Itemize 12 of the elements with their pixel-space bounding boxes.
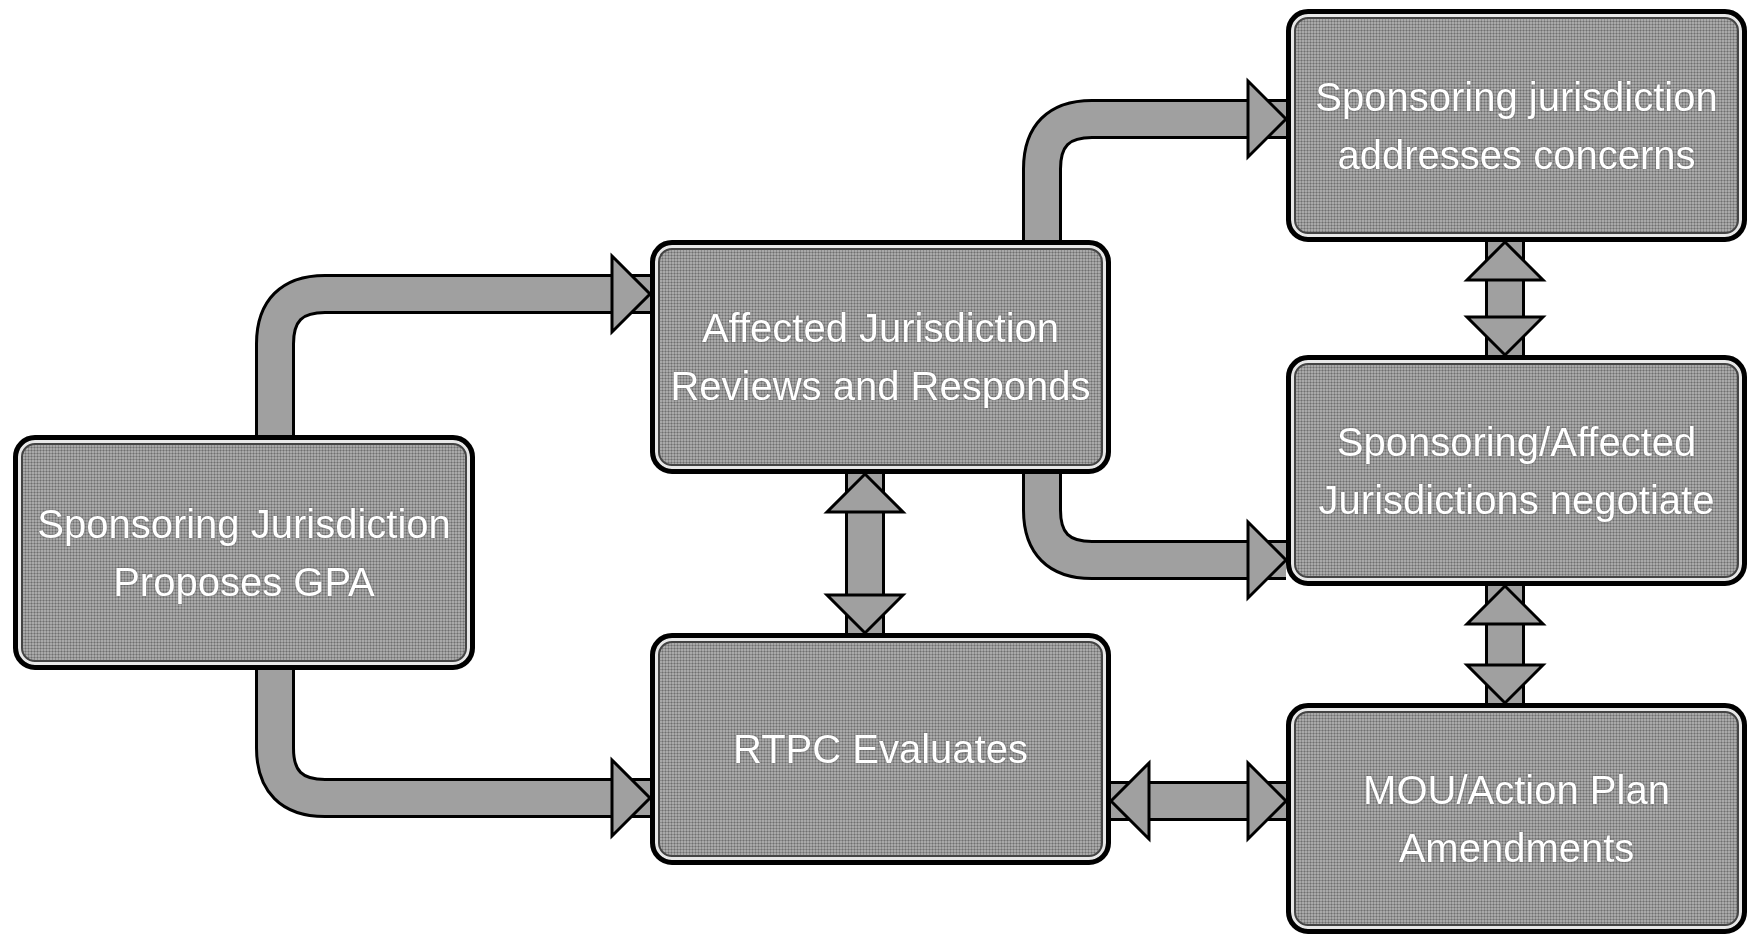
process-box (1286, 703, 1747, 934)
box-label: Sponsoring/Affected Jurisdictions negotiate (1317, 418, 1716, 524)
process-box (650, 240, 1111, 474)
box-label: Affected Jurisdiction Reviews and Responds (669, 305, 1092, 410)
process-box (1286, 355, 1747, 586)
box-label: Sponsoring jurisdiction addresses concerns (1314, 73, 1719, 179)
process-box (1286, 9, 1747, 242)
process-box (650, 633, 1111, 865)
box-label: MOU/Action Plan Amendments (1362, 766, 1671, 872)
box-label: Sponsoring Jurisdiction Proposes GPA (36, 500, 452, 606)
process-box (13, 435, 475, 670)
box-label: RTPC Evaluates (733, 726, 1028, 773)
